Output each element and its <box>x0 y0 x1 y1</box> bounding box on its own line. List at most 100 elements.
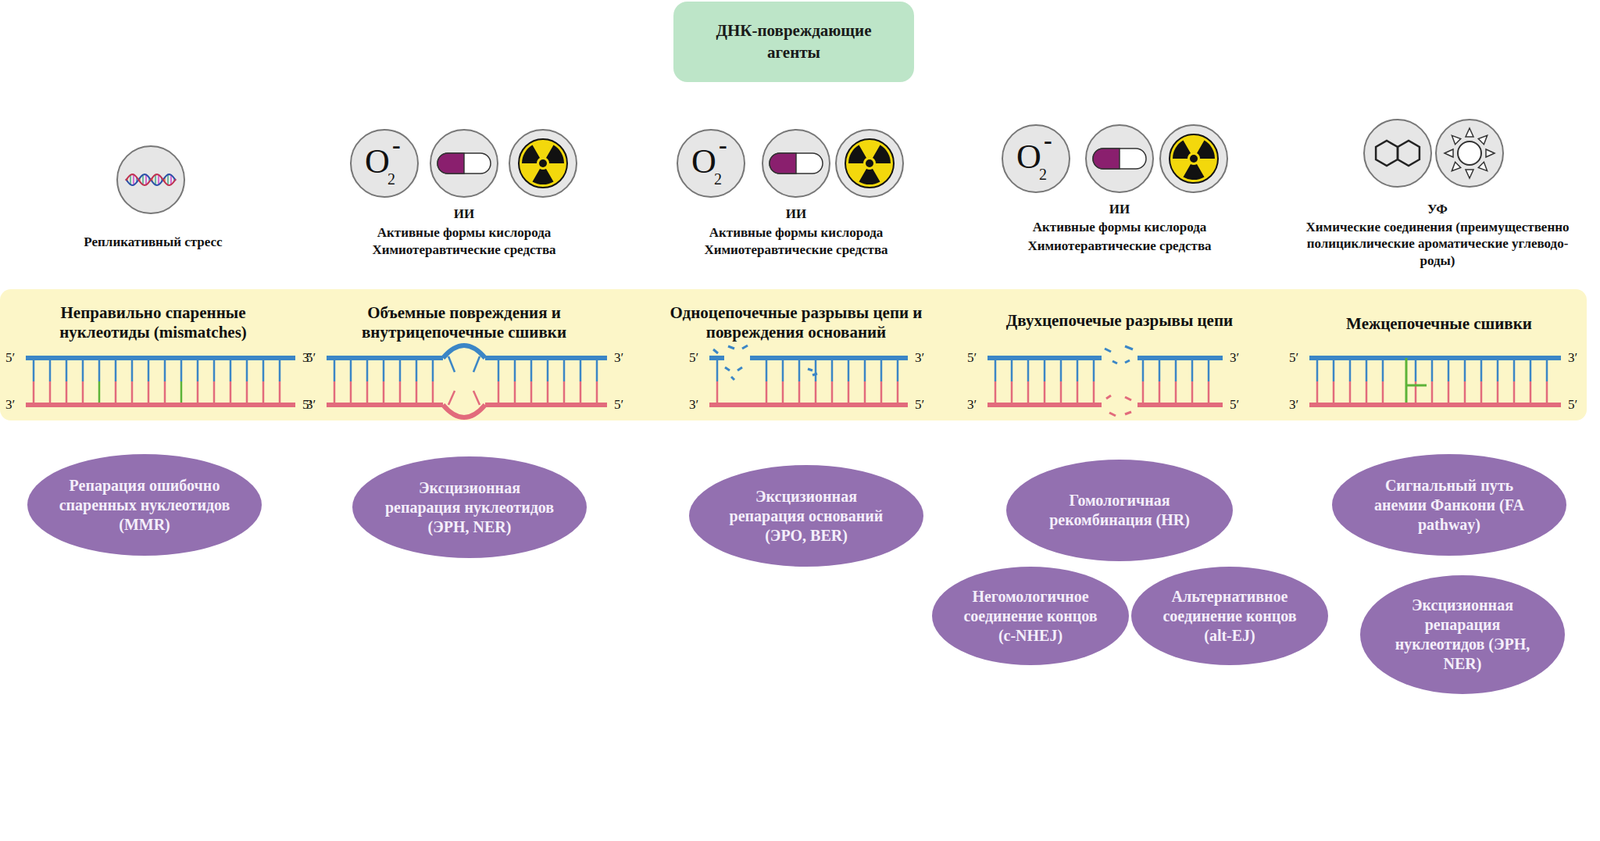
dna-strand <box>1137 402 1223 408</box>
dna-rung <box>1382 357 1385 382</box>
dna-rung <box>497 381 500 405</box>
radiation-icon <box>518 139 568 188</box>
repair-ellipse: Альтернативное соединение концов (alt-EJ… <box>1131 566 1329 665</box>
dna-rung <box>847 357 850 382</box>
strand-end: 5′ <box>5 349 15 366</box>
dna-rung <box>563 381 566 405</box>
sun-ray <box>1465 169 1474 179</box>
icon-circle <box>1085 125 1154 193</box>
dna-fragment <box>742 345 748 349</box>
icon-circle <box>677 129 745 197</box>
dna-rung <box>1496 357 1500 382</box>
dna-fragment <box>1125 346 1133 350</box>
dna-rung <box>765 381 768 405</box>
pill-icon <box>1092 148 1120 169</box>
dna-rung <box>1431 357 1434 382</box>
dna-rung <box>1043 381 1047 405</box>
dna-rung <box>1349 357 1352 382</box>
dna-rung <box>1529 357 1533 382</box>
repair-ellipse: Эксцизионная репарация оснований (ЭРО, B… <box>689 464 924 567</box>
icon-circle <box>1160 125 1228 193</box>
sun-ray <box>1478 161 1487 171</box>
dna-rung <box>246 381 249 405</box>
agent-box: ДНК-повреждающие агенты <box>673 1 915 83</box>
dna-rung <box>432 357 435 382</box>
sun-ray <box>1451 135 1461 144</box>
oxygen-subscript: 2 <box>714 169 722 190</box>
damage-heading: Одноцепочечные разрывы цепи и повреждени… <box>632 303 961 343</box>
oxygen-subscript: 2 <box>387 169 396 190</box>
dna-rung <box>716 381 719 405</box>
helix-rung <box>145 174 147 185</box>
dna-fragment <box>1109 412 1116 416</box>
icon-circle <box>509 129 577 197</box>
repair-ellipse: Эксцизионная репарация нуклеотидов (ЭРН,… <box>1360 575 1565 694</box>
strand-end: 5′ <box>1289 349 1299 366</box>
dna-rung <box>366 357 369 382</box>
damage-band <box>0 289 1587 421</box>
repair-ellipse: Негомологичное соединение концов (c-NHEJ… <box>932 566 1129 665</box>
strand-end: 5′ <box>1229 396 1240 413</box>
dna-rung <box>798 381 801 405</box>
dna-rung <box>213 357 216 382</box>
icon-circle <box>1002 125 1070 193</box>
agent-label: Химиотеравтические средства <box>323 241 605 258</box>
dna-rung <box>1431 381 1434 405</box>
dna-rung <box>382 357 386 382</box>
dna-rung <box>1027 381 1030 405</box>
radiation-blade <box>1172 140 1191 159</box>
dna-rung <box>131 381 134 405</box>
dna-rung <box>596 357 599 382</box>
dna-rung <box>864 357 867 382</box>
dna-rung <box>147 381 150 405</box>
repair-name: Гомологичная рекомбинация (HR) <box>1035 490 1204 530</box>
dna-rung <box>180 381 183 405</box>
dna-rung <box>1142 381 1145 405</box>
dna-rung <box>1464 381 1467 405</box>
radiation-blade <box>848 145 867 164</box>
dna-rung <box>1060 357 1063 382</box>
dna-rung <box>262 357 265 382</box>
dna-strand <box>709 355 725 361</box>
dna-rung <box>333 357 336 382</box>
strand-end: 3′ <box>306 396 316 413</box>
dna-rung <box>333 381 336 405</box>
dna-rung <box>213 381 216 405</box>
dna-rung <box>49 381 52 405</box>
agent-label: Активные формы кислорода <box>323 224 605 241</box>
dna-strand <box>750 355 908 361</box>
dna-rung <box>831 357 834 382</box>
dna-rung <box>1043 357 1047 382</box>
radiation-core <box>1189 154 1198 163</box>
dna-rung <box>147 357 150 382</box>
dna-fragment <box>812 373 818 375</box>
radiation-icon <box>1169 134 1218 183</box>
dna-rung <box>114 357 118 382</box>
radiation-icon <box>845 139 894 188</box>
dna-rung <box>399 357 402 382</box>
icon-circle <box>117 146 185 214</box>
icon-circle <box>1435 119 1504 187</box>
dna-strand <box>709 402 908 408</box>
dna-rung <box>994 381 997 405</box>
dna-rung <box>82 357 85 382</box>
dna-rung <box>1480 357 1483 382</box>
dna-rung <box>546 381 550 405</box>
radiation-blade <box>872 145 891 164</box>
dna-rung <box>1365 381 1368 405</box>
dna-rung <box>1175 381 1178 405</box>
dna-rung <box>1191 357 1194 382</box>
helix-rung <box>154 174 157 185</box>
dna-strand <box>25 402 296 408</box>
dna-rung <box>278 357 282 382</box>
strand-end: 5′ <box>614 396 624 413</box>
dna-bulge <box>442 404 486 418</box>
strand-end: 3′ <box>1567 349 1578 366</box>
damage-band: Неправильно спаренные нуклеотиды (mismat… <box>0 289 1587 421</box>
agent-label: УФ <box>1289 200 1586 218</box>
dna-rung <box>366 381 369 405</box>
sun-ray <box>1465 128 1474 137</box>
dna-fragment <box>807 368 813 371</box>
strand-end: 5′ <box>1567 396 1578 413</box>
